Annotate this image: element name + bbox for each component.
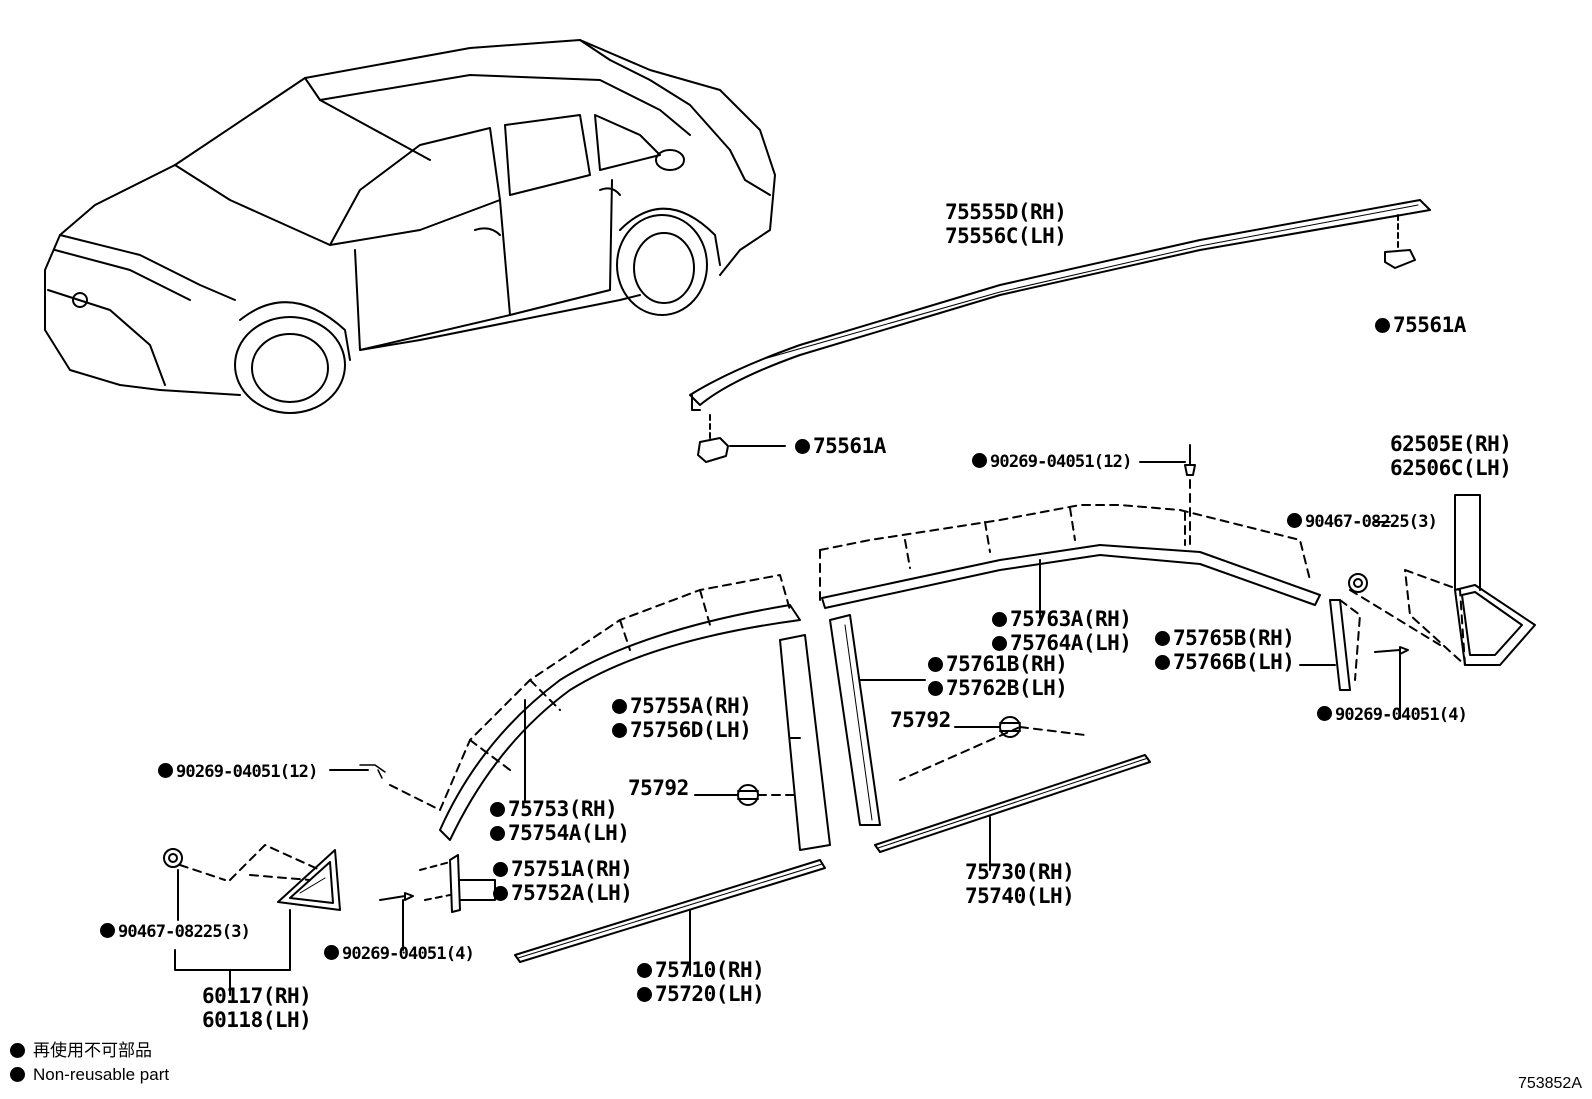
car-illustration [44,39,776,414]
clip-75792-left [737,784,759,806]
non-reusable-dot-icon [612,723,627,738]
non-reusable-dot-icon [158,763,173,778]
garnish-75751A [449,854,461,913]
non-reusable-dot-icon [490,826,505,841]
label-62506C: 62506C(LH) [1390,456,1512,480]
pillar-75765B [1329,599,1351,691]
non-reusable-dot-icon [100,923,115,938]
non-reusable-dot-icon [493,886,508,901]
label-75720: 75720(LH) [637,982,765,1006]
legend-en: Non-reusable part [10,1064,169,1086]
label-75730: 75730(RH) [965,860,1075,884]
non-reusable-dot-icon [992,612,1007,627]
label-75556C: 75556C(LH) [945,224,1067,248]
label-75763A: 75763A(RH) [992,607,1132,631]
clip-75561A-top [1384,249,1416,269]
diagram-code: 753852A [1517,1075,1582,1092]
belt-molding-75730 [874,754,1151,853]
belt-molding-75710 [514,859,826,963]
label-75561A-top: 75561A [1375,313,1466,337]
non-reusable-dot-icon [493,862,508,877]
label-75561A-mid: 75561A [795,434,886,458]
label-75765B: 75765B(RH) [1155,626,1295,650]
non-reusable-dot-icon [1155,655,1170,670]
legend-jp: 再使用不可部品 [10,1040,152,1062]
label-75753: 75753(RH) [490,797,618,821]
label-90467-left: 90467-08225(3) [100,920,251,944]
pillar-75755A [779,634,831,851]
label-75752A: 75752A(LH) [493,881,633,905]
non-reusable-dot-icon [928,657,943,672]
label-90269-4-right: 90269-04051(4) [1317,703,1468,727]
non-reusable-dot-icon [10,1067,25,1082]
label-75762B: 75762B(LH) [928,676,1068,700]
label-75756D: 75756D(LH) [612,718,752,742]
label-75555D: 75555D(RH) [945,200,1067,224]
non-reusable-dot-icon [490,802,505,817]
non-reusable-dot-icon [637,963,652,978]
non-reusable-dot-icon [1317,706,1332,721]
corner-garnish-60117 [277,849,341,911]
label-90467-right: 90467-08225(3) [1287,510,1438,534]
label-75751A: 75751A(RH) [493,857,633,881]
roof-molding [689,199,1431,406]
label-75792-left: 75792 [628,776,689,800]
label-90269-4-left: 90269-04051(4) [324,942,475,966]
label-75740: 75740(LH) [965,884,1075,908]
label-60118: 60118(LH) [202,1008,312,1032]
non-reusable-dot-icon [795,439,810,454]
non-reusable-dot-icon [1155,631,1170,646]
label-90269-12-left: 90269-04051(12) [158,760,318,784]
non-reusable-dot-icon [928,681,943,696]
non-reusable-dot-icon [612,699,627,714]
pillar-75761B [829,614,881,826]
label-75764A: 75764A(LH) [992,631,1132,655]
non-reusable-dot-icon [972,453,987,468]
non-reusable-dot-icon [992,636,1007,651]
belt-molding-75763A [821,544,1321,609]
label-60117: 60117(RH) [202,984,312,1008]
door-frame-molding-75753 [439,604,801,841]
quarter-window-62505E [1454,584,1536,666]
label-75792-right: 75792 [890,708,951,732]
non-reusable-dot-icon [10,1043,25,1058]
clip-75561A-mid [697,437,729,463]
label-75755A: 75755A(RH) [612,694,752,718]
label-75766B: 75766B(LH) [1155,650,1295,674]
label-75754A: 75754A(LH) [490,821,630,845]
label-75761B: 75761B(RH) [928,652,1068,676]
label-75710: 75710(RH) [637,958,765,982]
label-90269-12-top: 90269-04051(12) [972,450,1132,474]
non-reusable-dot-icon [1287,513,1302,528]
non-reusable-dot-icon [1375,318,1390,333]
non-reusable-dot-icon [637,987,652,1002]
label-62505E: 62505E(RH) [1390,432,1512,456]
non-reusable-dot-icon [324,945,339,960]
